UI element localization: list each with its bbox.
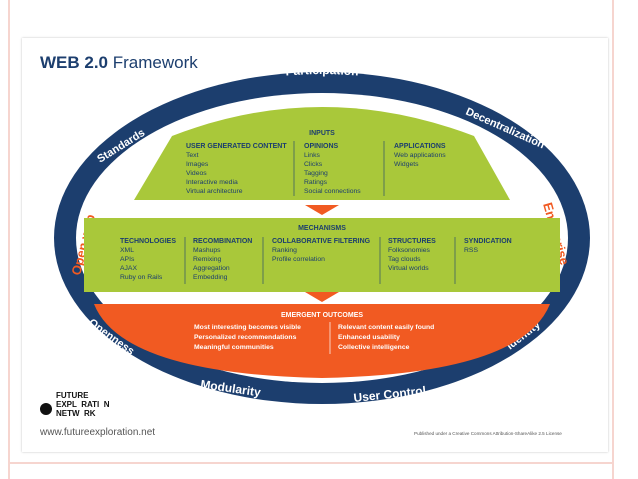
outcome-item: Personalized recommendations (194, 334, 297, 341)
flow-arrow-down (305, 205, 339, 215)
mechanisms-item: Virtual worlds (388, 265, 429, 272)
inputs-item: Text (186, 152, 199, 159)
footer-url: www.futureexploration.net (39, 427, 155, 438)
outcomes-title: EMERGENT OUTCOMES (281, 312, 363, 319)
mechanisms-item: Folksonomies (388, 247, 431, 254)
mechanisms-heading: SYNDICATION (464, 238, 512, 245)
inputs-title: INPUTS (309, 130, 335, 137)
outcome-item: Enhanced usability (338, 334, 400, 341)
mechanisms-zone (84, 218, 560, 292)
slide-border-right (612, 0, 614, 479)
inputs-zone (134, 107, 510, 200)
slide-border-left (8, 0, 10, 479)
mechanisms-col-recombination: RECOMBINATION Mashups Remixing Aggregati… (193, 238, 252, 281)
outcome-item: Collective intelligence (338, 344, 410, 351)
mechanisms-item: Aggregation (193, 265, 230, 272)
diagram-title: WEB 2.0 Framework (40, 53, 198, 72)
inputs-col-applications: APPLICATIONS Web applications Widgets (394, 143, 446, 168)
mechanisms-item: Mashups (193, 247, 221, 254)
inputs-heading-opinions: OPINIONS (304, 143, 339, 150)
mechanisms-item: AJAX (120, 265, 137, 272)
future-exploration-logo: FUTURE EXPL RATI N NETW RK (40, 391, 110, 418)
mechanisms-item: Profile correlation (272, 256, 325, 263)
outcome-item: Meaningful communities (194, 344, 274, 351)
mechanisms-col-technologies: TECHNOLOGIES XML APIs AJAX Ruby on Rails (120, 238, 176, 281)
inputs-heading-ugc: USER GENERATED CONTENT (186, 143, 287, 150)
license-text: Published under a Creative Commons Attri… (414, 431, 562, 436)
slide-border-bottom (8, 462, 614, 464)
mechanisms-col-structures: STRUCTURES Folksonomies Tag clouds Virtu… (388, 238, 436, 272)
label-participation: Participation (285, 63, 359, 79)
framework-diagram: WEB 2.0 Framework Participation Standard… (39, 53, 590, 438)
inputs-item: Web applications (394, 152, 446, 159)
inputs-col-ugc: USER GENERATED CONTENT Text Images Video… (186, 143, 287, 195)
title-bold: WEB 2.0 (40, 53, 108, 72)
logo-line: EXPL RATI N (56, 400, 110, 409)
mechanisms-item: Ranking (272, 247, 297, 254)
mechanisms-col-collab-filtering: COLLABORATIVE FILTERING Ranking Profile … (272, 238, 371, 263)
inputs-item: Social connections (304, 188, 361, 195)
inputs-item: Widgets (394, 161, 419, 168)
mechanisms-heading: COLLABORATIVE FILTERING (272, 238, 371, 245)
inputs-item: Images (186, 161, 209, 168)
mechanisms-heading: TECHNOLOGIES (120, 238, 176, 245)
mechanisms-title: MECHANISMS (298, 225, 346, 232)
inputs-col-opinions: OPINIONS Links Clicks Tagging Ratings So… (304, 143, 361, 195)
inputs-item: Tagging (304, 170, 328, 177)
mechanisms-item: Ruby on Rails (120, 274, 163, 281)
inputs-item: Videos (186, 170, 207, 177)
inputs-item: Virtual architecture (186, 188, 243, 195)
framework-card: WEB 2.0 Framework Participation Standard… (22, 38, 608, 452)
mechanisms-heading: STRUCTURES (388, 238, 436, 245)
mechanisms-item: APIs (120, 256, 135, 263)
mechanisms-item: XML (120, 247, 134, 254)
outcomes-zone (94, 304, 550, 378)
mechanisms-heading: RECOMBINATION (193, 238, 252, 245)
mechanisms-item: Embedding (193, 274, 228, 281)
inputs-item: Ratings (304, 179, 328, 186)
mechanisms-col-syndication: SYNDICATION RSS (464, 238, 512, 254)
inputs-item: Links (304, 152, 320, 159)
mechanisms-item: Remixing (193, 256, 222, 263)
outcome-item: Most interesting becomes visible (194, 324, 301, 331)
logo-line: FUTURE (56, 391, 89, 400)
inputs-heading-applications: APPLICATIONS (394, 143, 446, 150)
outcome-item: Relevant content easily found (338, 324, 434, 331)
flow-arrow-down (305, 292, 339, 302)
logo-dot (40, 403, 52, 415)
mechanisms-item: RSS (464, 247, 478, 254)
mechanisms-item: Tag clouds (388, 256, 421, 263)
inputs-item: Interactive media (186, 179, 238, 186)
logo-line: NETW RK (56, 409, 96, 418)
title-rest: Framework (108, 53, 198, 72)
inputs-item: Clicks (304, 161, 323, 168)
